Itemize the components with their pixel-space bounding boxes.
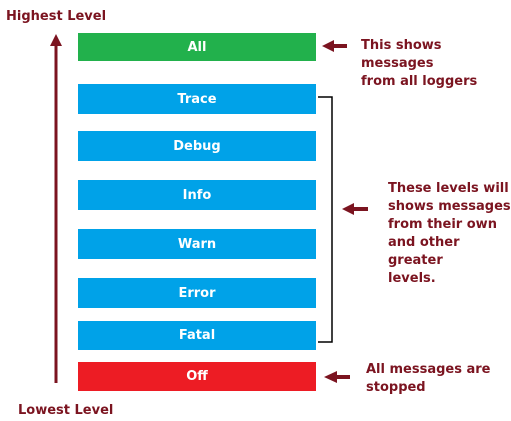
level-axis-arrowhead [50, 34, 62, 46]
level-label: Trace [177, 91, 217, 107]
middle-note-arrow [342, 203, 368, 215]
level-all: All [78, 33, 316, 61]
level-info: Info [78, 180, 316, 210]
all-level-note: This shows messages from all loggers [361, 38, 478, 89]
level-label: Fatal [178, 328, 216, 343]
level-warn: Warn [78, 229, 316, 259]
level-label: Debug [173, 138, 221, 154]
level-fatal: Fatal [78, 321, 316, 350]
levels-bracket [318, 96, 333, 343]
level-error: Error [78, 278, 316, 308]
level-off: Off [78, 362, 316, 391]
middle-levels-note: These levels will shows messages from th… [388, 181, 511, 286]
off-note-arrow [324, 371, 350, 383]
level-trace: Trace [78, 84, 316, 114]
level-label: Off [186, 369, 208, 384]
highest-level-label: Highest Level [6, 9, 107, 24]
level-label: All [187, 39, 207, 55]
level-label: Error [178, 285, 216, 301]
all-note-arrow [322, 40, 347, 52]
lowest-level-label: Lowest Level [18, 403, 114, 418]
off-level-note: All messages are stopped [366, 362, 491, 395]
level-label: Info [182, 187, 212, 203]
level-debug: Debug [78, 131, 316, 161]
level-label: Warn [177, 236, 217, 252]
